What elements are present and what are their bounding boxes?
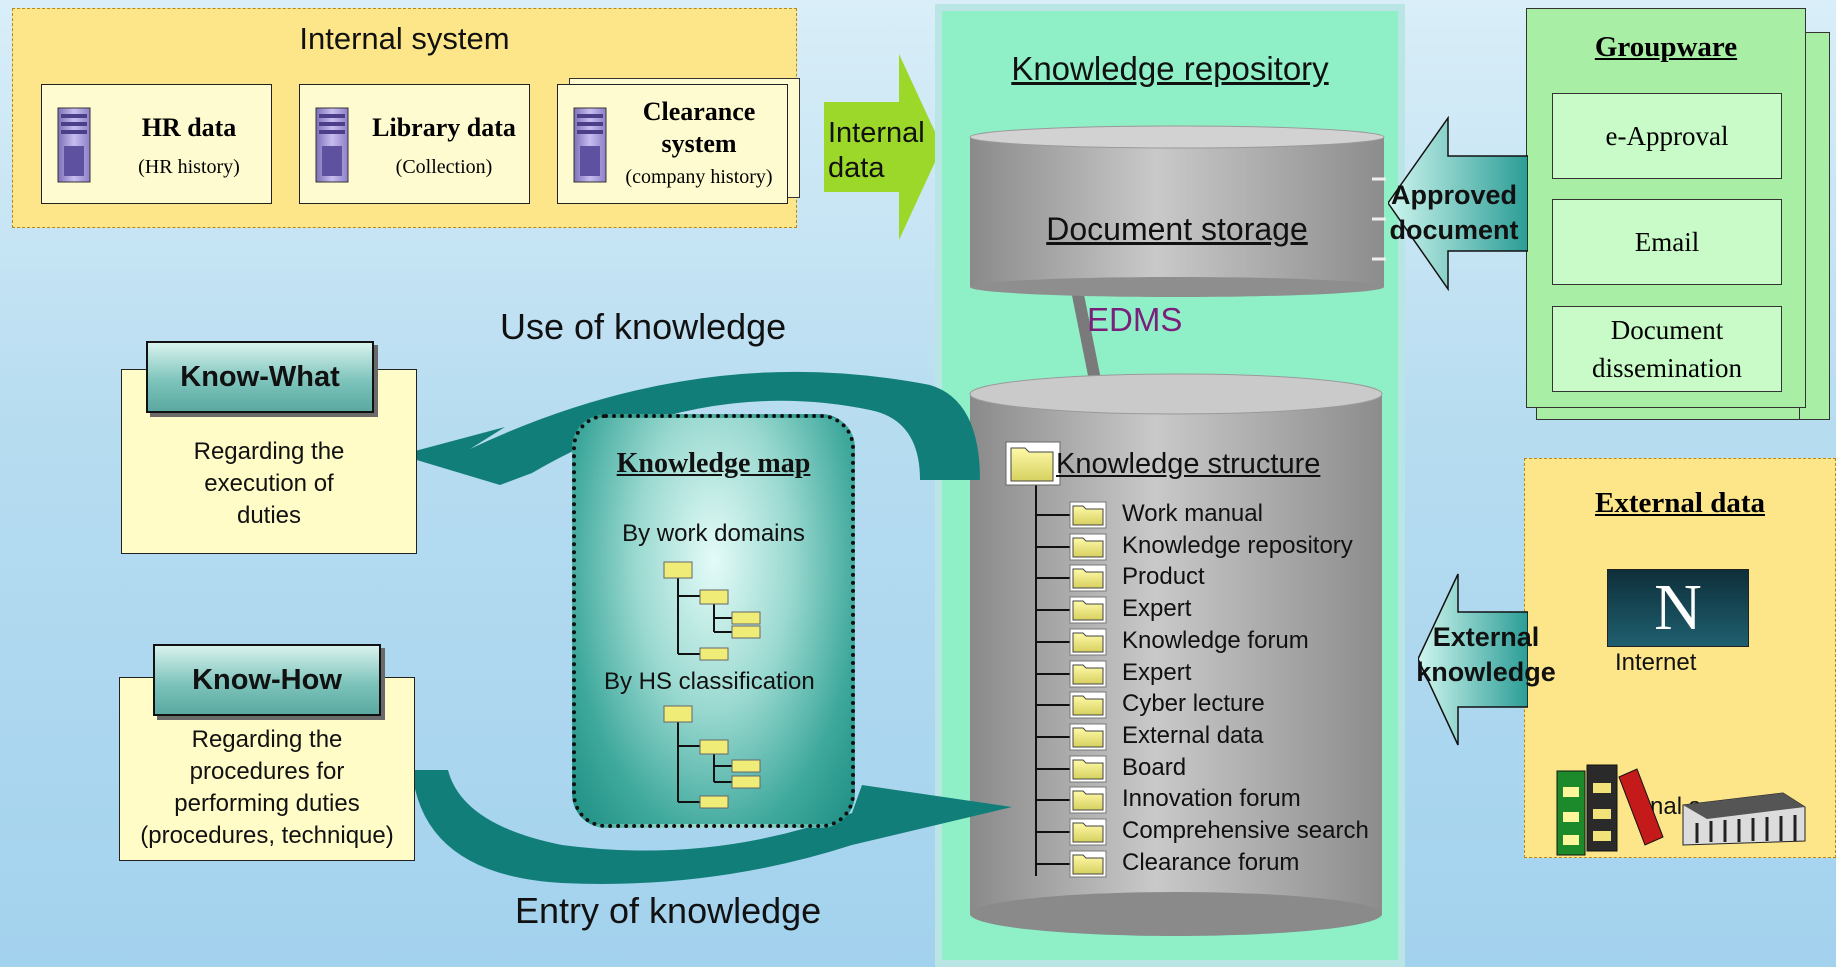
folder-icon [1036,564,1107,592]
hr-data-box: HR data (HR history) [41,84,272,204]
external-data-title: External data [1595,487,1765,519]
groupware-title: Groupware [1594,31,1738,63]
structure-item-label: Product [1122,563,1205,591]
logo-letter: N [1654,571,1702,644]
know-how-line1: Regarding the [191,726,343,753]
folder-icon [1036,533,1107,561]
structure-item-label: Knowledge repository [1122,531,1353,559]
know-how-title: Know-How [153,644,381,716]
structure-item-label: Expert [1122,595,1192,623]
folder-icon [1036,818,1107,846]
know-what-line1: Regarding the [193,438,345,465]
hr-data-title: HR data [141,113,237,142]
folder-icon [1036,786,1107,814]
folder-icon [1036,723,1107,751]
internet-label: Internet [1615,649,1697,676]
know-what-line2: execution of [204,470,334,497]
internal-system-panel: Internal system HR data (HR history) Lib… [12,8,797,228]
external-data-panel: External data N Internet nal s [1524,458,1836,858]
internal-system-title: Internal system [299,21,510,56]
netscape-logo-icon: N [1607,569,1749,647]
server-icon [573,107,607,183]
document-dissemination-line2: dissemination [1592,353,1742,383]
internal-data-arrow [824,54,942,240]
structure-item-label: Comprehensive search [1122,817,1369,844]
clearance-sub: (company history) [625,166,773,188]
knowledge-map-panel: Knowledge map By work domains By HS clas… [572,414,855,828]
structure-item-label: Board [1122,753,1187,781]
document-dissemination-item: Document dissemination [1552,306,1782,392]
approved-line2: document [1389,215,1519,245]
approved-document-label: Approved document [1386,178,1522,248]
server-icon [315,107,349,183]
know-how-line2: procedures for [189,758,345,785]
external-knowledge-label: External knowledge [1398,620,1574,690]
know-how-line4: (procedures, technique) [140,822,394,849]
knowledge-structure-title: Knowledge structure [1056,448,1321,480]
structure-item-label: Clearance forum [1122,848,1300,876]
folder-icon [1036,850,1107,878]
library-data-title: Library data [372,113,516,142]
external-knowledge-arrow [1418,573,1528,746]
clearance-title-2: system [661,129,737,158]
by-work-domains-label: By work domains [622,520,805,547]
knowledge-map-title: Knowledge map [616,448,811,479]
edms-label: EDMS [1087,301,1183,338]
folder-tree-icon [663,705,761,809]
structure-item-label: Cyber lecture [1122,690,1265,718]
internal-data-line2: data [828,152,885,184]
repository-title: Knowledge repository [1011,50,1329,87]
document-storage-cylinder [969,125,1386,297]
books-icon [1556,764,1664,856]
folder-icon [1036,628,1107,656]
groupware-panel: Groupware e-Approval Email Document diss… [1526,8,1806,408]
server-icon [57,107,91,183]
document-dissemination-line1: Document [1610,315,1724,345]
folder-icon [1036,755,1107,783]
use-of-knowledge-arrow [400,371,980,485]
hr-data-sub: (HR history) [138,156,240,178]
clearance-system-box: Clearance system (company history) [557,84,788,204]
folder-icon [1036,691,1107,719]
clearance-title-1: Clearance [642,97,756,126]
know-what-line3: duties [236,502,302,529]
building-icon [1682,792,1806,846]
entry-of-knowledge-arrow [412,770,1012,884]
by-hs-classification-label: By HS classification [604,668,815,695]
folder-tree-icon [663,561,761,661]
e-approval-item: e-Approval [1552,93,1782,179]
internal-data-label: Internal data [828,116,925,186]
structure-item-label: Expert [1122,658,1192,686]
library-data-sub: (Collection) [395,156,493,178]
folder-icon [1036,660,1107,687]
know-how-line3: performing duties [174,790,360,817]
folder-icon [1036,596,1107,624]
document-storage-label: Document storage [1046,211,1308,247]
email-item: Email [1552,199,1782,285]
structure-item-label: Innovation forum [1122,785,1301,813]
use-of-knowledge-label: Use of knowledge [500,306,787,347]
structure-item-label: Work manual [1122,500,1263,527]
structure-item-label: Knowledge forum [1122,626,1309,654]
folder-icon [1005,441,1061,486]
external-knowledge-line2: knowledge [1416,657,1556,687]
library-data-box: Library data (Collection) [299,84,530,204]
entry-of-knowledge-label: Entry of knowledge [515,890,822,931]
internal-data-line1: Internal [828,117,925,149]
approved-document-arrow [1388,116,1528,291]
external-knowledge-line1: External [1432,622,1540,652]
folder-icon [1036,501,1107,529]
structure-item-label: External data [1122,721,1264,749]
approved-line1: Approved [1390,180,1517,210]
know-what-title: Know-What [146,341,374,413]
